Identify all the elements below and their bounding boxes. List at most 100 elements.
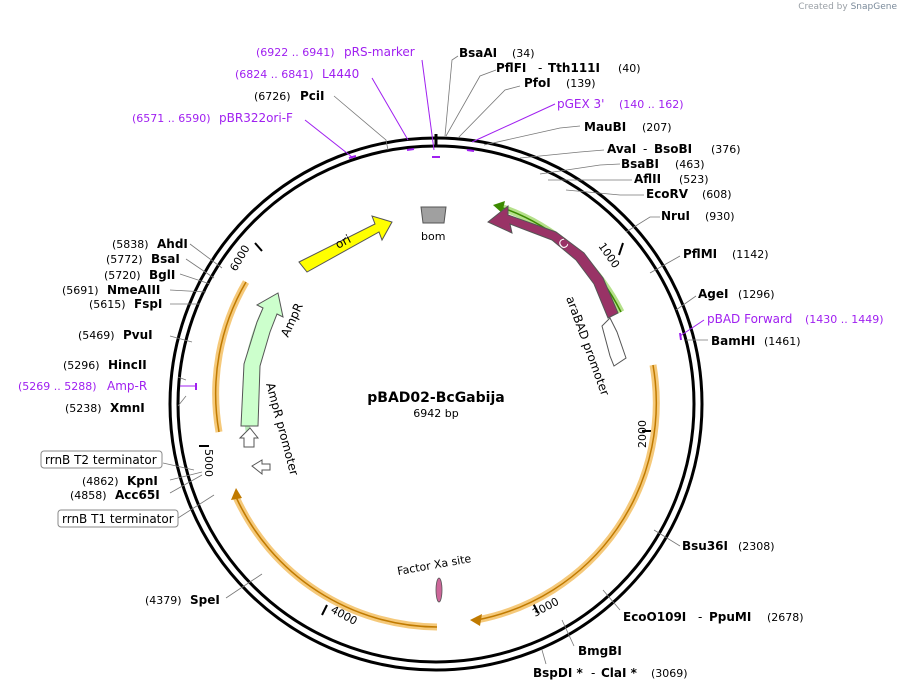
leader-hincii: [177, 376, 187, 381]
rrnb-t1-box: [57, 509, 179, 528]
site-bmgbi-name: BmgBI: [578, 644, 622, 658]
primer-mark-pbad-forward: [679, 332, 682, 341]
site-nmeaiii-name: NmeAIII: [107, 283, 160, 297]
primer-pgex3-range: (140 .. 162): [619, 98, 684, 111]
site-kpni-pos: (4862): [82, 475, 119, 488]
plasmid-name: pBAD02-BcGabija: [367, 390, 504, 406]
site-pflfi-pos: (40): [618, 62, 641, 75]
leader-pflmi: [649, 255, 681, 274]
feature-ampr-promoter-label: AmpR promoter: [263, 381, 301, 477]
leader-spei: [225, 573, 263, 599]
feature-ampr-label: AmpR: [278, 301, 306, 339]
site-pvui-pos: (5469): [78, 329, 115, 342]
primer-pbad-forward-range: (1430 .. 1449): [805, 313, 884, 326]
site-labels: BsaAI (34) PflFI - Tth111I (40) PfoI (13…: [62, 46, 804, 680]
site-fspi-pos: (5615): [89, 298, 126, 311]
boxed-feature-labels: rrnB T2 terminator rrnB T1 terminator: [40, 450, 179, 528]
site-spei-name: SpeI: [190, 593, 220, 607]
site-xmni-pos: (5238): [65, 402, 102, 415]
site-clai-name: ClaI *: [601, 666, 638, 680]
feature-ori-arrow: [298, 215, 393, 273]
feature-arabad-promoter-arrow: [601, 317, 627, 367]
site-hincii-pos: (5296): [63, 359, 100, 372]
leader-bsabi: [539, 163, 621, 175]
leader-nrui: [625, 216, 660, 233]
orf-arc-upper-line: [214, 281, 247, 433]
primer-pgex3-name: pGEX 3': [557, 97, 604, 111]
site-pcii-pos: (6726): [254, 90, 291, 103]
primer-prs-marker-name: pRS-marker: [344, 45, 415, 59]
orf-arc-left-head: [231, 488, 242, 500]
site-bsu36i-name: Bsu36I: [682, 539, 728, 553]
leader-nmeaiii: [169, 289, 207, 293]
site-agei-name: AgeI: [698, 287, 728, 301]
primer-leader-pbr322ori-f: [304, 119, 353, 158]
tick-1000-mark: [618, 242, 624, 256]
site-aflii-pos: (523): [679, 173, 709, 186]
orf-arc-right-head: [470, 614, 482, 626]
ampr-promoter-arrow-1: [238, 427, 260, 448]
primer-l4440-range: (6824 .. 6841): [235, 68, 314, 81]
primer-mark-pbr322ori-f: [348, 155, 357, 159]
leader-xmni: [177, 395, 187, 407]
site-ahdi-name: AhdI: [157, 237, 188, 251]
primer-amp-r-range: (5269 .. 5288): [18, 380, 97, 393]
site-bspdi-pos: (3069): [651, 667, 688, 680]
primer-l4440-name: L4440: [322, 67, 359, 81]
site-tth111i-name: Tth111I: [548, 61, 600, 75]
leader-acc65i: [169, 474, 203, 494]
feature-arac-arrow: [487, 204, 619, 319]
site-ecoo109i-sep: -: [698, 610, 702, 624]
rrnb-t2-label: rrnB T2 terminator: [45, 453, 157, 467]
leader-bsaai: [444, 55, 459, 137]
leader-bgli: [179, 273, 211, 285]
site-bgli-pos: (5720): [104, 269, 141, 282]
primer-mark-l4440: [406, 148, 415, 151]
primer-mark-pgex3: [466, 149, 475, 152]
primer-leader-prs-marker: [421, 59, 435, 151]
leader-bspdi: [541, 649, 547, 665]
plasmid-length: 6942 bp: [413, 407, 458, 420]
site-pflfi-name: PflFI: [496, 61, 526, 75]
snapgene-credit: Created by SnapGene: [798, 2, 897, 12]
feature-bom-label: bom: [421, 230, 445, 243]
feature-bom-box: [420, 206, 447, 224]
site-nmeaiii-pos: (5691): [62, 284, 99, 297]
leader-ecorv: [565, 189, 644, 196]
leader-lines: [162, 55, 708, 665]
site-pfoi-pos: (139): [566, 77, 596, 90]
site-bsobi-name: BsoBI: [654, 142, 692, 156]
site-bsaai-pos: (34): [512, 47, 535, 60]
leader-pvui: [169, 335, 193, 343]
leader-pcii: [333, 95, 389, 151]
site-avai-name: AvaI: [607, 142, 636, 156]
feature-ampr-arrow: [240, 292, 284, 427]
tick-2000: 2000: [636, 420, 649, 448]
leader-avai: [519, 149, 605, 159]
site-ecoo109i-pos: (2678): [767, 611, 804, 624]
site-acc65i-name: Acc65I: [115, 488, 160, 502]
site-aflii-name: AflII: [634, 172, 661, 186]
site-ppumi-name: PpuMI: [709, 610, 751, 624]
rrnb-t2-box: [40, 450, 163, 469]
leader-rrnb-t1: [177, 494, 215, 519]
site-avai-sep: -: [643, 142, 647, 156]
primer-leader-pgex3: [471, 103, 556, 143]
site-ahdi-pos: (5838): [112, 238, 149, 251]
leader-bsu36i: [653, 529, 681, 547]
site-nrui-pos: (930): [705, 210, 735, 223]
primer-amp-r-name: Amp-R: [107, 379, 147, 393]
leader-kpni: [169, 471, 203, 481]
site-kpni-name: KpnI: [127, 474, 158, 488]
site-bsai-name: BsaI: [151, 252, 180, 266]
leader-ecoo109i: [602, 589, 621, 611]
primer-pbad-forward-name: pBAD Forward: [707, 312, 792, 326]
leader-rrnb-t2: [162, 462, 195, 471]
tick-1000: 1000: [596, 240, 623, 270]
site-bamhi-name: BamHI: [711, 334, 755, 348]
backbone: [168, 134, 704, 672]
site-hincii-name: HincII: [108, 358, 147, 372]
credit-brand: SnapGene: [850, 2, 897, 12]
primer-labels: (6922 .. 6941) pRS-marker (6824 .. 6841)…: [18, 45, 884, 393]
